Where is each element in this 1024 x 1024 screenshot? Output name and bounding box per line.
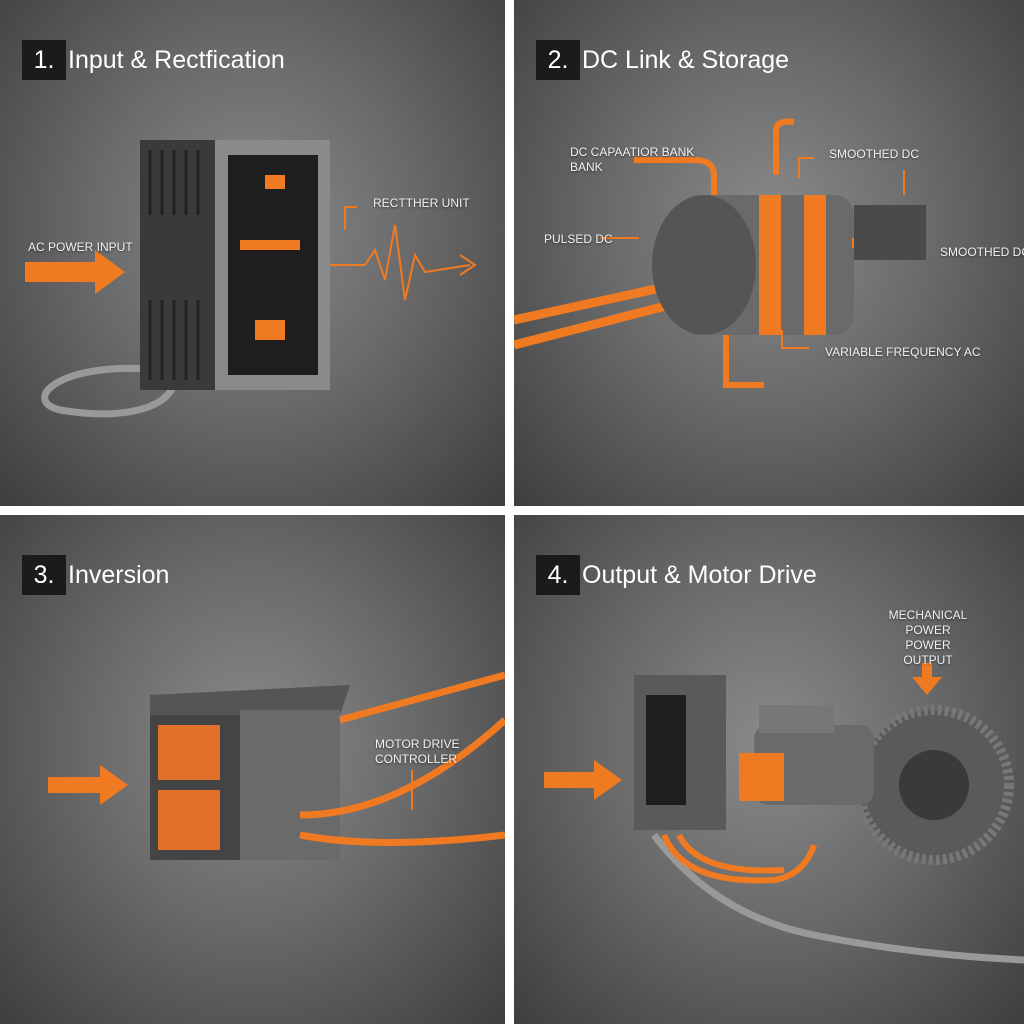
step-number-badge: 1. (22, 40, 66, 80)
step-title: Input & Rectfication (68, 45, 285, 74)
panel-title: 2.DC Link & Storage (536, 40, 789, 80)
panel-title: 3.Inversion (22, 555, 169, 595)
input-arrow (544, 760, 622, 800)
panel-title: 1.Input & Rectfication (22, 40, 285, 80)
input-arrow (48, 765, 128, 805)
step-title: DC Link & Storage (582, 45, 790, 74)
mechanical-power-output-label: MECHANICAL POWER POWER OUTPUT (888, 608, 968, 667)
panel-input-rectification: 1.Input & Rectfication AC POWER INPUT RE… (0, 0, 505, 506)
ac-power-input-label: AC POWER INPUT (28, 240, 133, 254)
step-title: Inversion (68, 560, 170, 589)
panel-title: 4.Output & Motor Drive (536, 555, 817, 595)
panel-dc-link-storage: 2.DC Link & Storage DC CAPAATIOR BANK BA… (514, 0, 1024, 506)
inverter-illustration (48, 671, 505, 860)
capacitor-bank-label: DC CAPAATIOR BANK BANK (570, 145, 695, 174)
ac-input-arrow (25, 250, 125, 294)
panel-output-motor-drive: 4.Output & Motor Drive MECHANICAL POWER … (514, 515, 1024, 1024)
panel-inversion: 3.Inversion MOTOR DRIVE CONTROLLER (0, 515, 505, 1024)
step-number-badge: 3. (22, 555, 66, 595)
rectifier-illustration (25, 140, 477, 418)
step-number-badge: 4. (536, 555, 580, 595)
motor-illustration (544, 663, 1024, 964)
variable-frequency-ac-label: VARIABLE FREQUENCY AC (825, 345, 981, 359)
step-number-badge: 2. (536, 40, 580, 80)
output-arrow (912, 663, 942, 695)
pulsed-dc-label: PULSED DC (544, 232, 613, 246)
capacitor-illustration (514, 118, 926, 388)
step-title: Output & Motor Drive (582, 560, 817, 589)
smoothed-dc-right-label: SMOOTHED DC (940, 245, 1024, 259)
smoothed-dc-top-label: SMOOTHED DC (829, 147, 919, 161)
rectifier-unit-label: RECTTHER UNIT (373, 196, 470, 210)
motor-drive-controller-label: MOTOR DRIVE CONTROLLER (375, 737, 460, 766)
